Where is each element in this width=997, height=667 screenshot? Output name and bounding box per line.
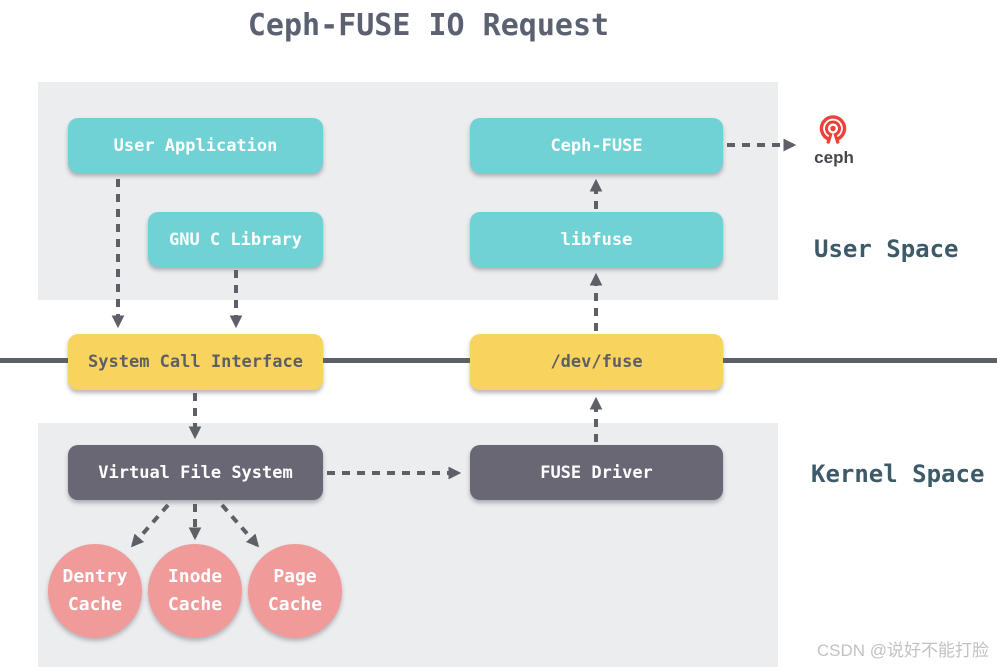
node-ceph-fuse: Ceph-FUSE xyxy=(470,118,723,173)
diagram-title: Ceph-FUSE IO Request xyxy=(247,8,610,43)
csdn-watermark: CSDN @说好不能打脸 xyxy=(816,641,989,660)
node-fuse-driver: FUSE Driver xyxy=(470,445,723,500)
node-inode-cache: Inode Cache xyxy=(148,544,242,638)
ceph-logo-label: ceph xyxy=(814,148,854,167)
kernel-space-label: Kernel Space xyxy=(811,460,985,488)
node-dev-fuse: /dev/fuse xyxy=(470,334,723,390)
node-dentry-cache: Dentry Cache xyxy=(48,544,142,638)
node-page-cache: Page Cache xyxy=(248,544,342,638)
ceph-logo-icon xyxy=(819,115,847,144)
node-libfuse: libfuse xyxy=(470,212,723,267)
node-gnu-c-library: GNU C Library xyxy=(148,212,323,267)
user-space-panel xyxy=(38,82,778,300)
node-system-call-interface: System Call Interface xyxy=(68,334,323,390)
node-virtual-file-system: Virtual File System xyxy=(68,445,323,500)
node-user-application: User Application xyxy=(68,118,323,173)
user-space-label: User Space xyxy=(814,235,959,263)
